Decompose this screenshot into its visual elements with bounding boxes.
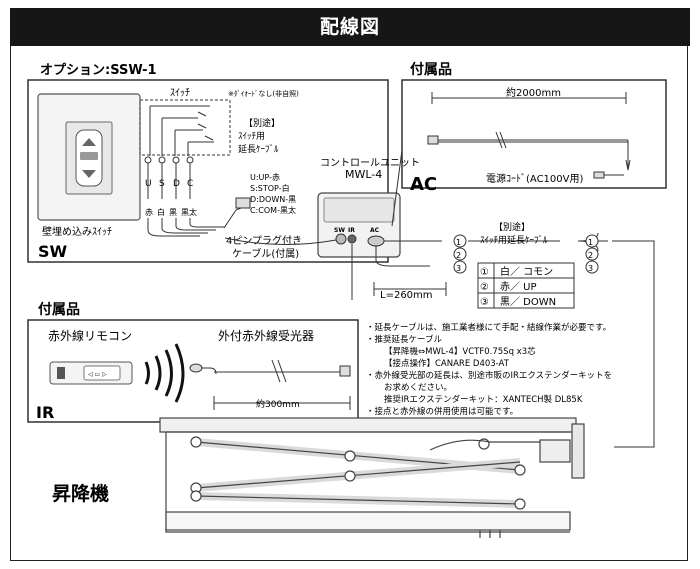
wire-row-3-num: ③ (480, 297, 489, 308)
ac-tag: AC (410, 174, 437, 195)
cable-terminal-group-right: 1 2 3 (585, 234, 599, 274)
power-cord-label: 電源ｺｰﾄﾞ(AC100V用) (486, 172, 583, 185)
wire-color-white: 白 (157, 207, 165, 217)
ir-tag: IR (36, 403, 54, 422)
cable-terminal-group-left: 1 2 3 (453, 234, 467, 274)
note-line-1: ・延長ケーブルは、施工業者様にて手配・結線作業が必要です。 (366, 322, 611, 333)
svg-text:2: 2 (588, 251, 593, 260)
note-line-2: ・推奨延長ケーブル (366, 334, 442, 345)
note-line-5: ・赤外線受光部の延長は、別途市販のIRエクステンダーキットを (366, 370, 612, 381)
ir-accessory-heading: 付属品 (38, 301, 80, 318)
note-line-8: ・接点と赤外線の併用使用は可能です。 (366, 406, 518, 417)
wall-switch-plate (37, 93, 141, 221)
ext-cable-line2: ｽｲｯﾁ用 (238, 131, 265, 142)
power-accessory-heading: 付属品 (410, 61, 452, 78)
cable-extension-line2: ｽｲｯﾁ用延長ｹｰﾌﾞﾙ (480, 234, 548, 246)
svg-text:3: 3 (456, 264, 461, 273)
note-line-4: 【接点操作】CANARE D403-AT (384, 358, 510, 369)
pin-plug-line2: ケーブル(付属) (232, 247, 299, 260)
legend-s: S:STOP-白 (250, 183, 290, 193)
cable-extension-line1: 【別途】 (494, 221, 530, 233)
cable-length: L=260mm (380, 290, 433, 301)
lift-label: 昇降機 (52, 482, 109, 505)
wire-row-2-num: ② (480, 282, 489, 293)
ext-cable-line1: 【別途】 (244, 117, 280, 129)
control-unit-model: MWL-4 (345, 168, 382, 181)
length-dimension-cable (373, 282, 447, 296)
legend-d: D:DOWN-黒 (250, 195, 296, 204)
wire-row-1-text: 白／ コモン (500, 265, 553, 278)
length-dimension-power (431, 92, 627, 104)
terminal-u: U (145, 179, 152, 189)
port-sw-label: SW (334, 227, 345, 234)
wire-row-2-text: 赤／ UP (500, 281, 537, 293)
wire-color-red: 赤 (145, 208, 153, 217)
control-unit-name: コントロールユニット (320, 158, 420, 169)
port-ir-label: IR (348, 227, 355, 234)
option-label: オプション:SSW-1 (40, 63, 157, 78)
sw-tag: SW (38, 242, 68, 261)
legend-c: C:COM-黒太 (250, 205, 296, 215)
wall-switch-label: 壁埋め込みｽｲｯﾁ (42, 225, 112, 238)
receiver-label: 外付赤外線受光器 (218, 328, 314, 343)
wire-color-black: 黒 (169, 208, 177, 217)
svg-text:2: 2 (456, 251, 461, 260)
port-ac-label: AC (370, 227, 380, 234)
pin-plug-line1: 4ピンプラグ付き (226, 234, 302, 247)
svg-text:3: 3 (588, 264, 593, 273)
note-line-6: お求めください。 (384, 382, 452, 393)
wire-row-3-text: 黒／ DOWN (500, 296, 556, 308)
svg-text:◁ ▭ ▷: ◁ ▭ ▷ (88, 371, 107, 378)
ext-cable-line3: 延長ｹｰﾌﾞﾙ (238, 143, 279, 155)
svg-text:1: 1 (588, 238, 593, 247)
switch-schematic (139, 99, 251, 237)
svg-text:1: 1 (456, 238, 461, 247)
note-line-7: 推奨IRエクステンダーキット：XANTECH製 DL85K (384, 394, 583, 405)
switch-label: ｽｲｯﾁ (170, 88, 190, 99)
remote-label: 赤外線リモコン (48, 328, 132, 343)
notes-block: ・延長ケーブルは、施工業者様にて手配・結線作業が必要です。 ・推奨延長ケーブル … (366, 322, 612, 417)
terminal-c: C (187, 179, 193, 189)
ir-receiver-drawing (189, 359, 351, 383)
wire-color-thick-black: 黒太 (181, 207, 197, 217)
power-accessory-panel (401, 79, 667, 189)
ir-receiver-length: 約300mm (256, 398, 300, 410)
ir-remote-icon: ◁ ▭ ▷ (49, 361, 133, 385)
diagram-frame (10, 46, 688, 561)
control-unit-box (317, 192, 401, 258)
wire-row-1-num: ① (480, 267, 489, 278)
diode-note: ※ﾀﾞｲｵｰﾄﾞなし(非自照) (228, 89, 299, 98)
terminal-s: S (159, 179, 165, 189)
terminal-d: D (173, 179, 180, 189)
lift-mechanism-drawing (159, 417, 585, 538)
page-title: 配線図 (10, 8, 690, 46)
wire-table (477, 262, 575, 309)
sw-panel (27, 79, 389, 263)
power-cord-drawing (427, 131, 631, 179)
length-dimension-ir (213, 396, 351, 410)
note-line-3: 【昇降機⇔MWL-4】VCTF0.75Sq x3芯 (384, 346, 536, 357)
ir-signal-waves (144, 343, 185, 403)
power-cord-length: 約2000mm (506, 86, 561, 99)
legend-u: U:UP-赤 (250, 173, 280, 182)
